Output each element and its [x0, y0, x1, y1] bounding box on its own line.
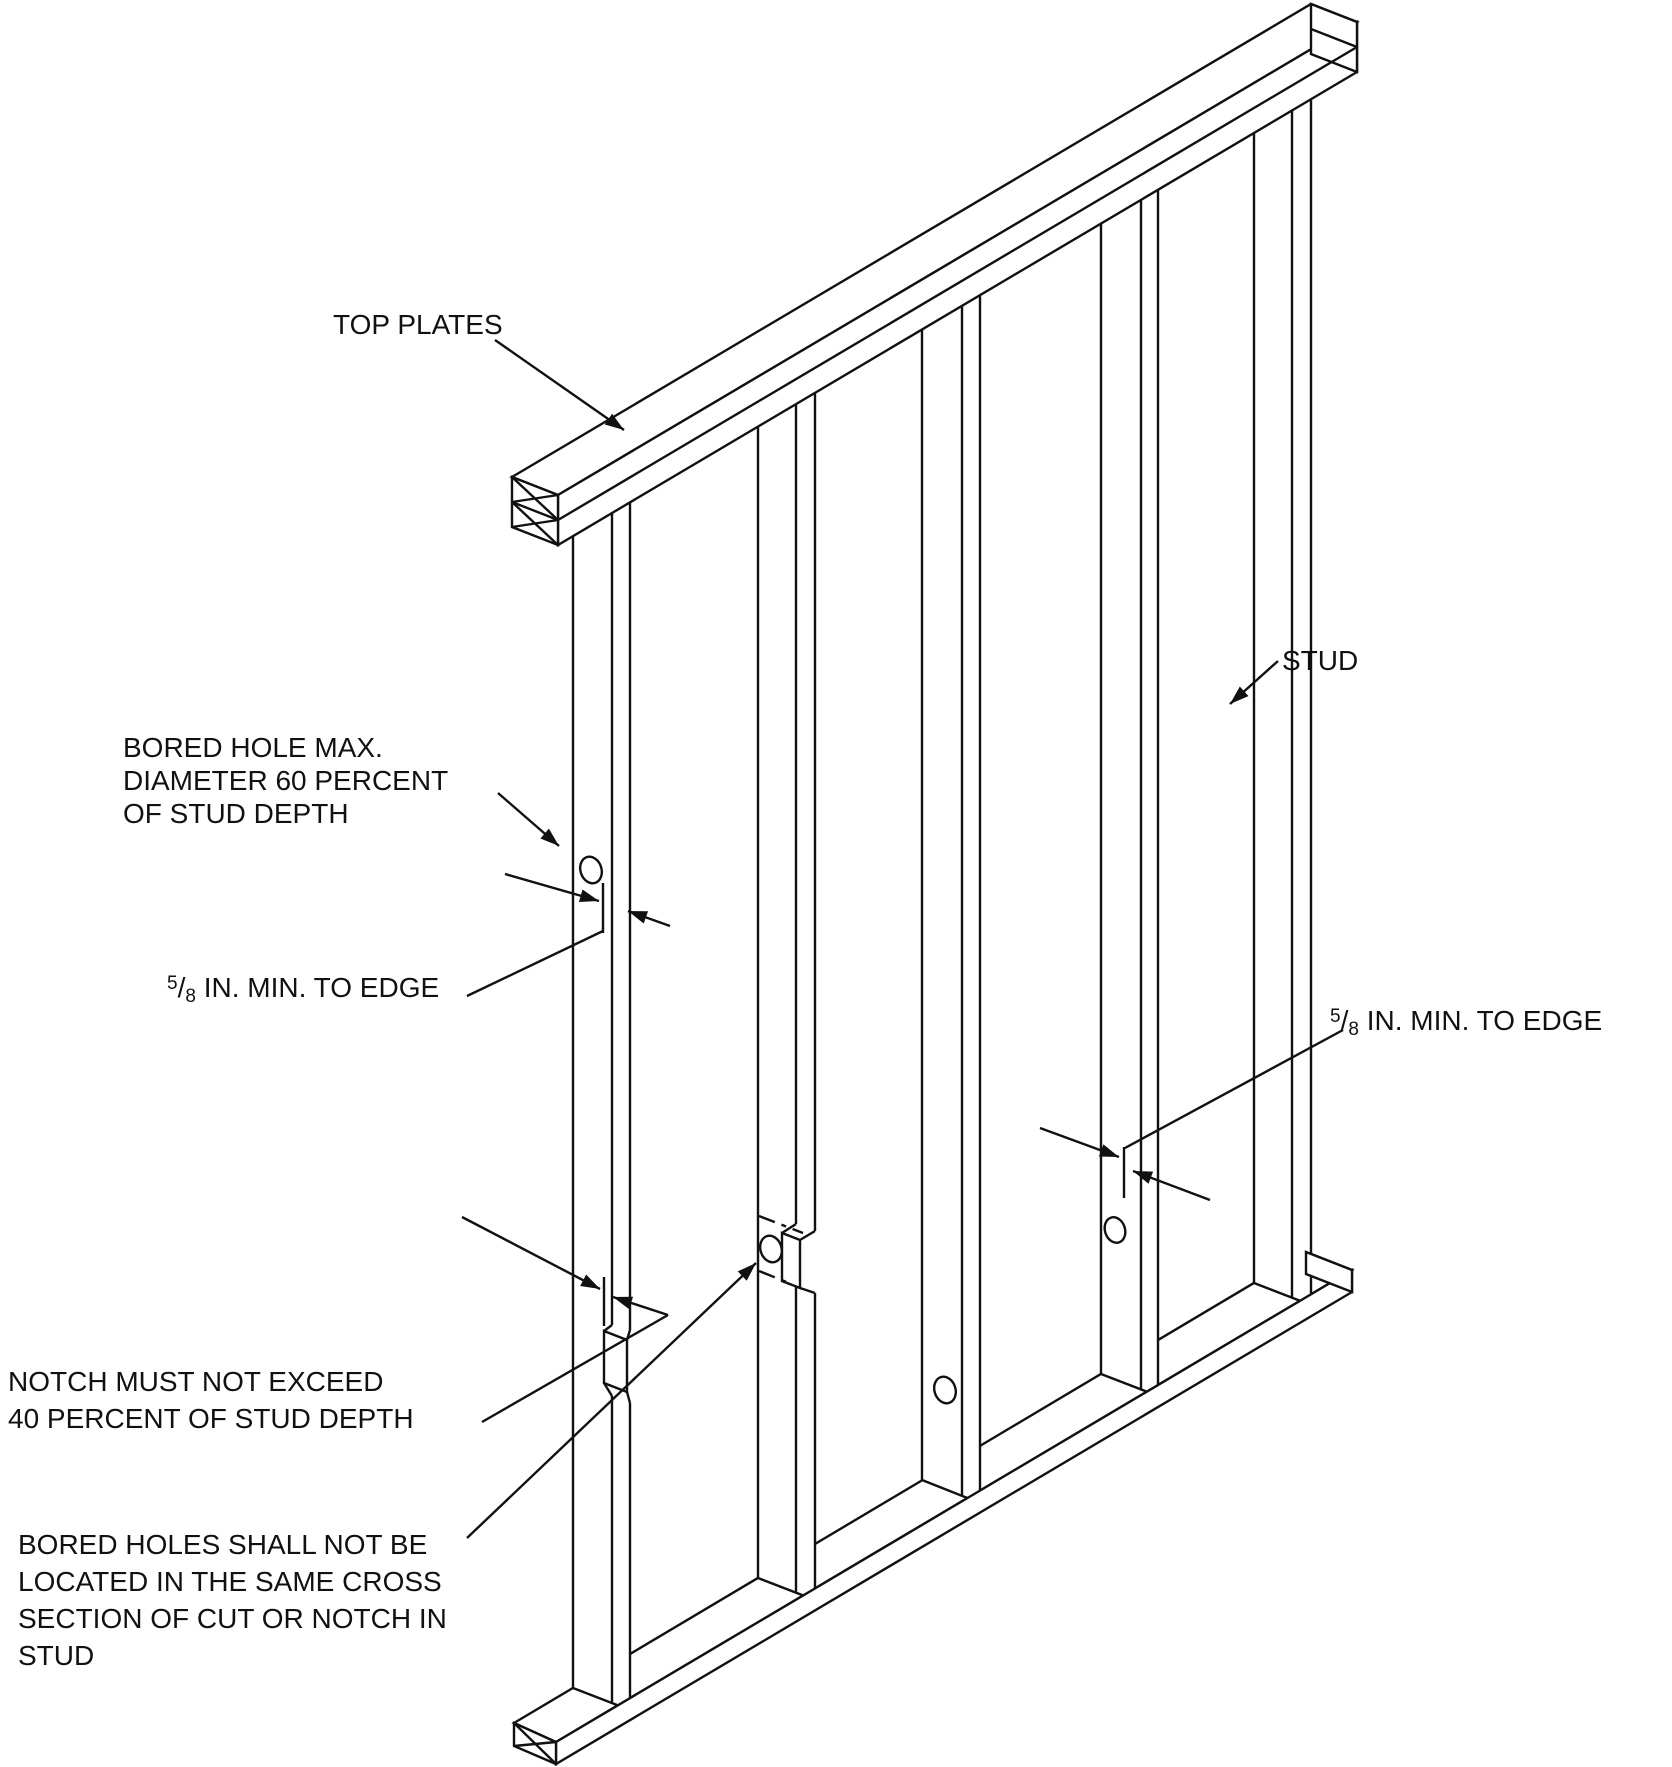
hidden-cut-lines — [758, 1214, 804, 1285]
arrowhead-icon — [1230, 686, 1249, 704]
arrowhead-icon — [1133, 1171, 1154, 1184]
arrowhead-icon — [540, 828, 559, 846]
notch-tab — [780, 1231, 802, 1290]
label-cross-section-line3: SECTION OF CUT OR NOTCH IN — [18, 1603, 447, 1634]
bored-hole — [758, 1234, 784, 1264]
label-edge-min-right: 5/8 IN. MIN. TO EDGE — [1330, 1005, 1602, 1040]
label-cross-section-line1: BORED HOLES SHALL NOT BE — [18, 1529, 427, 1560]
label-cross-section-line4: STUD — [18, 1640, 94, 1671]
label-notch-line2: 40 PERCENT OF STUD DEPTH — [8, 1403, 414, 1434]
stud-2 — [756, 393, 817, 1602]
arrowhead-icon — [580, 1274, 600, 1289]
stud-5 — [1252, 99, 1313, 1307]
arrowhead-icon — [578, 889, 599, 903]
label-top-plates: TOP PLATES — [333, 309, 503, 340]
label-bored-hole-line3: OF STUD DEPTH — [123, 798, 349, 829]
bottom-plate — [512, 1250, 1354, 1767]
arrowhead-icon — [613, 1296, 634, 1310]
leader-arrows — [466, 339, 1279, 1539]
arrowhead-icon — [1098, 1144, 1119, 1157]
arrowhead-icon — [604, 413, 624, 430]
notch-tab — [602, 1329, 629, 1394]
arrowhead-icon — [628, 911, 649, 924]
bored-hole — [932, 1375, 958, 1405]
label-edge-min-left: 5/8 IN. MIN. TO EDGE — [167, 972, 439, 1007]
bored-hole — [1103, 1216, 1127, 1244]
label-bored-hole-line1: BORED HOLE MAX. — [123, 732, 383, 763]
label-cross-section-line2: LOCATED IN THE SAME CROSS — [18, 1566, 442, 1597]
stud-1 — [571, 502, 632, 1712]
leader-lines — [466, 929, 1344, 1424]
arrowhead-icon — [737, 1263, 756, 1281]
dimension-ticks — [601, 883, 1126, 1326]
dimension-arrows — [461, 872, 1211, 1317]
label-bored-hole-line2: DIAMETER 60 PERCENT — [123, 765, 448, 796]
stud-4 — [1099, 190, 1160, 1398]
label-notch-line1: NOTCH MUST NOT EXCEED — [8, 1366, 383, 1397]
bored-hole — [578, 855, 604, 885]
stud-3 — [920, 295, 982, 1505]
bored-holes — [578, 855, 1127, 1405]
top-plate — [509, 2, 1360, 548]
label-stud: STUD — [1282, 645, 1358, 676]
